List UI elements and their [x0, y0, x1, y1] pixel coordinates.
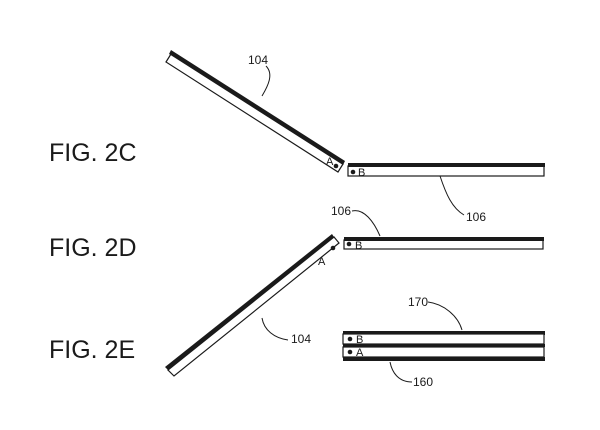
leader-160-2e — [389, 361, 413, 383]
ref-104-2c: 104 — [248, 53, 268, 67]
fig-2e-stacked-panels — [342, 331, 545, 361]
fig-2d-left-panel — [165, 234, 340, 377]
hinge-b-dot-2e — [347, 336, 353, 342]
ref-106-2c: 106 — [466, 210, 486, 224]
ref-106-2d: 106 — [331, 204, 351, 218]
hinge-b-dot-2c — [350, 169, 356, 175]
ref-170-2e: 170 — [408, 295, 428, 309]
hinge-a-label-2d: A — [318, 256, 326, 268]
fig-2d-right-panel — [343, 237, 544, 250]
fig-2c-right-panel — [347, 163, 545, 177]
hinge-b-label-2e: B — [356, 334, 363, 346]
hinge-a-dot-2e — [347, 349, 353, 355]
hinge-a-label-2c: A — [326, 156, 334, 168]
fig-2e-label: FIG. 2E — [49, 336, 135, 364]
hinge-b-label-2d: B — [355, 240, 362, 252]
fig-2c-left-panel — [165, 50, 345, 173]
hinge-a-label-2e: A — [356, 347, 364, 359]
hinge-b-label-2c: B — [358, 167, 365, 179]
hinge-a-dot-2c — [333, 163, 339, 169]
leader-104-2d — [261, 317, 289, 341]
leader-106-2d — [351, 210, 381, 237]
ref-160-2e: 160 — [413, 375, 433, 389]
leader-170-2e — [427, 301, 463, 331]
hinge-a-dot-2d — [330, 245, 336, 251]
leader-106-2c — [439, 175, 465, 216]
fig-2c-label: FIG. 2C — [49, 139, 137, 167]
leader-104-2c — [261, 65, 271, 97]
hinge-b-dot-2d — [346, 241, 352, 247]
ref-104-2d: 104 — [291, 332, 311, 346]
fig-2d-label: FIG. 2D — [49, 234, 137, 262]
